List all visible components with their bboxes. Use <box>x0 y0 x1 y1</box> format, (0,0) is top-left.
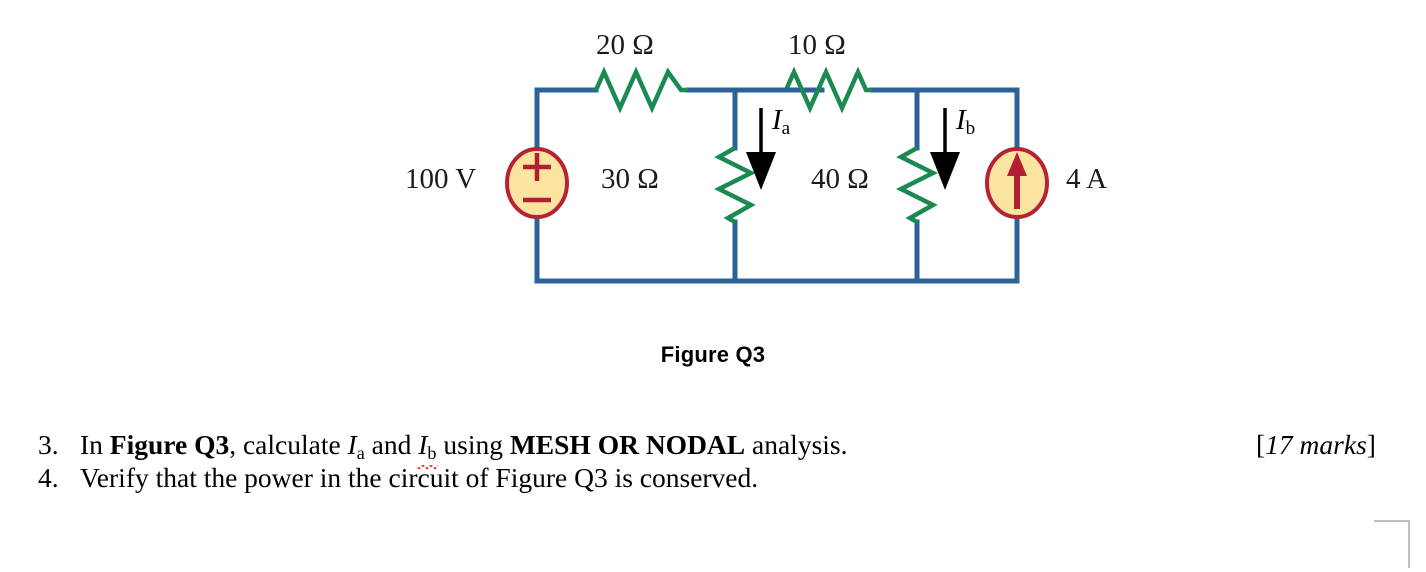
current-source-label: 4 A <box>1066 163 1108 195</box>
question-list: 3. In Figure Q3, calculate Ia and Ib usi… <box>0 428 1426 494</box>
q3-var-ib-symbol: I <box>418 429 428 460</box>
q3-seg-in: In <box>80 429 110 460</box>
current-ib-label: Ib <box>956 104 975 138</box>
circuit-resistors <box>593 66 939 224</box>
current-ib-symbol: I <box>956 104 966 136</box>
q3-var-ib-subscript: b <box>427 442 437 463</box>
voltage-source-body <box>505 147 569 219</box>
resistor-20ohm-zigzag <box>593 66 688 114</box>
circuit-wires <box>534 87 1020 284</box>
resistor-40ohm-label: 40 Ω <box>811 163 869 195</box>
current-source-arrow-head <box>1007 152 1027 176</box>
q3-seg-and: and <box>364 429 419 460</box>
q3-seg-figure-ref: Figure Q3 <box>109 429 230 460</box>
marks-close-bracket: ] <box>1366 429 1376 460</box>
q3-var-ia-symbol: I <box>347 429 357 460</box>
question-number: 4. <box>38 462 59 493</box>
resistor-30ohm-zigzag <box>713 146 757 224</box>
resistor-40ohm-zigzag <box>895 146 939 224</box>
figure-caption: Figure Q3 <box>660 342 766 367</box>
resistor-30ohm-label: 30 Ω <box>601 163 659 195</box>
current-source-symbol <box>985 147 1049 219</box>
q3-var-ib-group: Ib <box>417 428 438 469</box>
q3-seg-calculate: , calculate <box>229 429 348 460</box>
q3-seg-method: MESH OR NODAL <box>509 429 746 460</box>
marks-value: 17 marks <box>1265 429 1367 460</box>
current-ib-subscript: b <box>965 117 976 139</box>
marks-open-bracket: [ <box>1256 429 1266 460</box>
list-item: 3. In Figure Q3, calculate Ia and Ib usi… <box>0 428 1426 469</box>
list-item: 4. Verify that the power in the circuit … <box>0 461 1426 494</box>
circuit-schematic-svg <box>505 66 1049 284</box>
current-arrow-ia-head <box>746 152 776 190</box>
current-arrow-ia <box>746 108 776 190</box>
resistor-10ohm-label: 10 Ω <box>788 29 846 61</box>
q3-var-ia-subscript: a <box>356 442 365 463</box>
resistor-10ohm-zigzag <box>783 66 872 114</box>
current-arrow-ib-head <box>930 152 960 190</box>
current-ia-label: Ia <box>772 104 790 138</box>
question-text: In Figure Q3, calculate Ia and Ib using … <box>80 428 848 469</box>
current-ia-subscript: a <box>781 117 791 139</box>
circuit-diagram-figure: 20 Ω 10 Ω 100 V 30 Ω 40 Ω 4 A Ia Ib <box>405 29 1108 284</box>
current-ia-symbol: I <box>772 104 782 136</box>
table-corner-handle <box>1374 520 1410 568</box>
voltage-source-label: 100 V <box>405 163 477 195</box>
current-arrow-ib <box>930 108 960 190</box>
resistor-20ohm-label: 20 Ω <box>596 29 654 61</box>
question-text: Verify that the power in the circuit of … <box>80 462 759 493</box>
question-marks: [17 marks] <box>1256 428 1376 461</box>
q3-seg-using: using <box>436 429 510 460</box>
q3-seg-analysis: analysis. <box>745 429 848 460</box>
voltage-source-symbol <box>505 147 569 219</box>
question-number: 3. <box>38 429 59 460</box>
